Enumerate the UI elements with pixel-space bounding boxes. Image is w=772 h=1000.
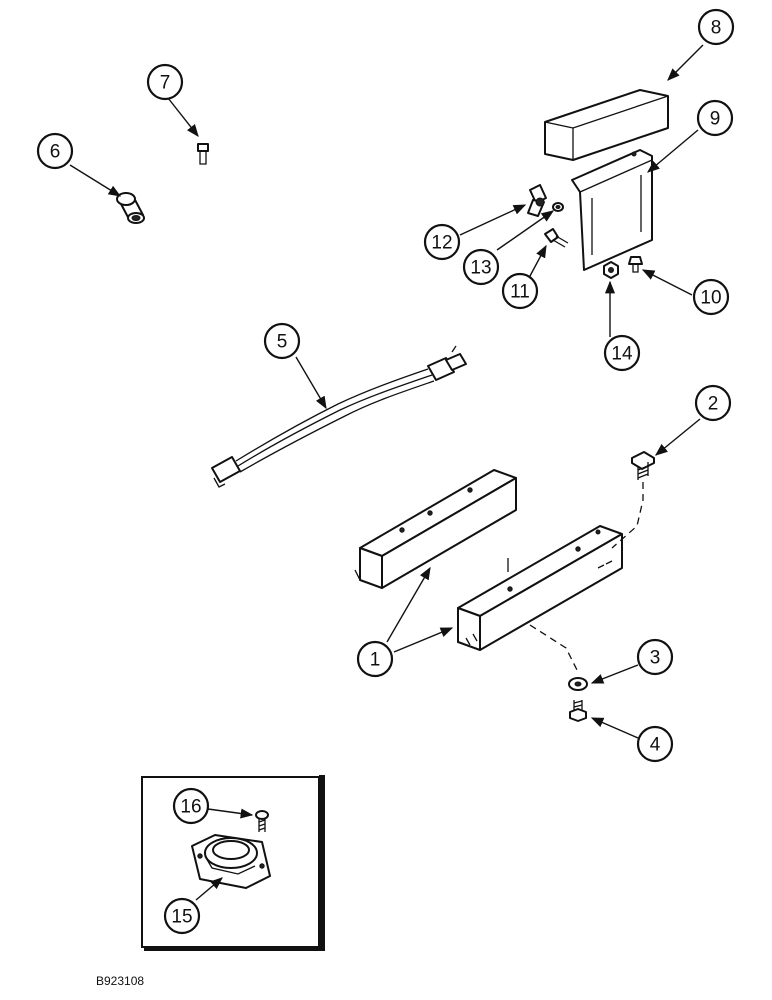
part-6-grommet [116,192,145,224]
part-2-bolt [631,451,655,480]
callout-8-label: 8 [711,18,722,39]
part-4-bolt [569,700,587,722]
callout-7: 7 [146,63,184,101]
callout-16-label: 16 [180,797,201,818]
callout-3-label: 3 [650,648,661,669]
part-8-cover [544,89,669,161]
callout-2-label: 2 [708,394,719,415]
callout-14-label: 14 [611,344,633,365]
callout-13: 13 [462,248,500,286]
part-1-rail-lower [457,525,623,651]
callout-7-label: 7 [160,73,171,94]
callout-11: 11 [501,272,539,310]
part-16-screw [255,810,269,832]
callout-12-label: 12 [431,233,452,254]
callout-6-label: 6 [50,142,61,163]
callout-3: 3 [636,638,674,676]
part-10-screw [628,256,643,273]
callout-16: 16 [172,787,210,825]
callout-8: 8 [697,8,735,46]
callout-10: 10 [692,278,730,316]
part-9-mounting-plate [571,149,653,271]
callout-1: 1 [356,640,394,678]
callout-1-label: 1 [370,650,381,671]
part-1-rail-upper [354,469,517,589]
callout-9-label: 9 [710,109,721,130]
callout-5: 5 [263,322,301,360]
callout-15-label: 15 [171,907,192,928]
callout-15: 15 [163,897,201,935]
part-3-lock-washer [568,677,588,691]
leader-lines [69,44,704,901]
part-15-mount [191,834,271,889]
part-14-nut [603,261,619,279]
callout-13-label: 13 [470,258,491,279]
part-12-wing-nut [527,184,547,217]
assembly-line-bolt-2 [611,482,644,549]
part-5-wiring-harness [211,345,467,488]
figure-id: B923108 [96,974,144,988]
callout-14: 14 [603,334,641,372]
callout-4: 4 [636,725,674,763]
part-13-washer [552,202,564,212]
callout-2: 2 [694,384,732,422]
part-7-screw [197,143,209,165]
callout-9: 9 [696,99,734,137]
callout-12: 12 [423,223,461,261]
assembly-line-washer-3 [529,624,579,673]
part-11-bolt [544,228,569,248]
callout-5-label: 5 [277,332,288,353]
callout-10-label: 10 [700,288,721,309]
callout-6: 6 [36,132,74,170]
callout-11-label: 11 [510,282,530,303]
callout-4-label: 4 [650,735,661,756]
